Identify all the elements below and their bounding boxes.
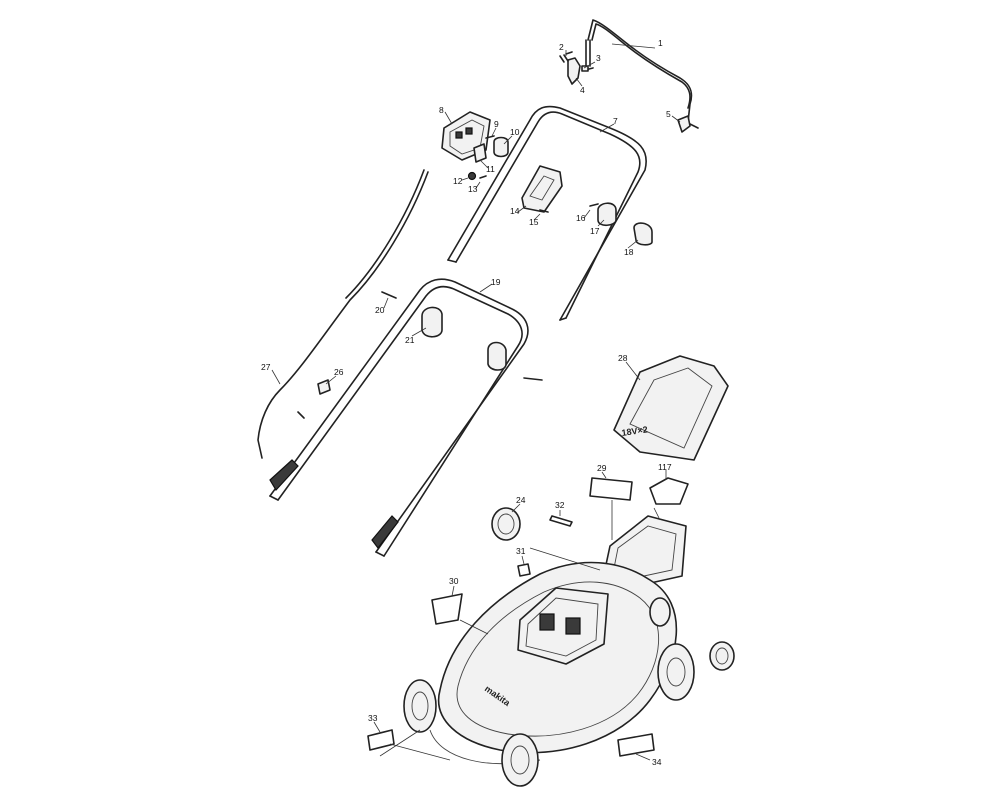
callout-numbers: 1 2 3 4 5 7 8 9 10 11 12 13 14 15 16 17 … <box>261 38 672 767</box>
callout-3: 3 <box>596 53 601 63</box>
part-handle-knobs <box>297 291 543 419</box>
part-small-labels <box>517 515 573 577</box>
callout-13: 13 <box>468 184 478 194</box>
callout-33: 33 <box>368 713 378 723</box>
callout-20: 20 <box>375 305 385 315</box>
callout-24: 24 <box>516 495 526 505</box>
callout-12: 12 <box>453 176 463 186</box>
callout-15: 15 <box>529 217 539 227</box>
callout-27: 27 <box>261 362 271 372</box>
part-labels-top <box>589 477 689 505</box>
callout-10: 10 <box>510 127 520 137</box>
callout-9: 9 <box>494 119 499 129</box>
callout-26: 26 <box>334 367 344 377</box>
callout-17: 17 <box>590 226 600 236</box>
part-cable <box>257 169 429 459</box>
part-clip <box>677 115 699 133</box>
callout-5: 5 <box>666 109 671 119</box>
part-upper-handle <box>447 105 647 321</box>
part-holder <box>521 165 563 213</box>
callout-29: 29 <box>597 463 607 473</box>
part-wheel-rear-left <box>491 507 521 541</box>
callout-117: 117 <box>658 462 672 472</box>
callout-2: 2 <box>559 42 564 52</box>
callout-4: 4 <box>580 85 585 95</box>
callout-21: 21 <box>405 335 415 345</box>
part-mower-deck: makita <box>429 561 678 765</box>
callout-1: 1 <box>658 38 663 48</box>
callout-16: 16 <box>576 213 586 223</box>
callout-18: 18 <box>624 247 634 257</box>
part-switch-bar <box>585 19 693 123</box>
callout-19: 19 <box>491 277 501 287</box>
part-knobs-upper <box>589 202 653 246</box>
leader-lines <box>271 43 681 761</box>
part-small-hardware <box>467 135 509 181</box>
part-battery-cover: 18V×2 <box>613 355 729 461</box>
part-lower-handle <box>269 278 529 557</box>
callout-28: 28 <box>618 353 628 363</box>
callout-34: 34 <box>652 757 662 767</box>
callout-8: 8 <box>439 105 444 115</box>
callout-11: 11 <box>486 164 495 174</box>
cover-logo: 18V×2 <box>621 424 648 438</box>
callout-30: 30 <box>449 576 459 586</box>
callout-31: 31 <box>516 546 526 556</box>
callout-32: 32 <box>555 500 565 510</box>
callout-7: 7 <box>613 116 618 126</box>
part-deck-wheels <box>403 597 735 787</box>
callout-14: 14 <box>510 206 520 216</box>
part-lever-assembly <box>559 51 594 85</box>
